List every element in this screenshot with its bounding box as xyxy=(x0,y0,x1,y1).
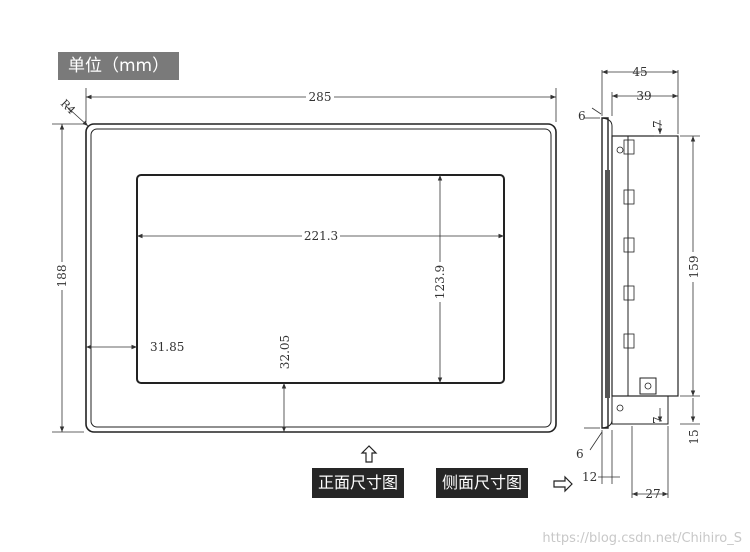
side-bottom-bracket xyxy=(611,396,669,425)
dim-top-bezel: 6 xyxy=(578,109,586,123)
side-bezel xyxy=(601,117,609,429)
side-panel-strip xyxy=(605,170,610,398)
dim-total-depth: 45 xyxy=(632,65,647,79)
side-view-caption: 侧面尺寸图 xyxy=(436,468,529,498)
unit-label: 单位（mm） xyxy=(58,52,180,80)
dim-front-height: 188 xyxy=(55,265,69,288)
dim-body-depth: 39 xyxy=(636,89,651,103)
side-view xyxy=(601,117,679,429)
dim-top-step: 7 xyxy=(651,120,665,128)
up-arrow-icon xyxy=(360,445,378,463)
side-body xyxy=(611,135,679,397)
dim-screen-width: 221.3 xyxy=(304,229,338,243)
right-arrow-icon xyxy=(553,475,573,493)
dim-left-offset: 31.85 xyxy=(150,340,184,354)
screen-area xyxy=(136,174,505,384)
watermark: https://blog.csdn.net/Chihiro_S xyxy=(542,531,742,546)
front-inner-frame xyxy=(90,128,552,428)
front-outer-frame xyxy=(85,123,557,433)
dim-screen-height: 123.9 xyxy=(433,265,447,299)
dim-bottom-offset: 32.05 xyxy=(278,335,292,369)
dim-bottom-step: 7 xyxy=(651,416,665,424)
dim-front-width: 285 xyxy=(309,90,332,104)
dim-bottom-gap: 15 xyxy=(687,429,701,444)
dim-body-height: 159 xyxy=(687,256,701,279)
front-view-caption: 正面尺寸图 xyxy=(312,468,405,498)
dim-bottom-bezel: 6 xyxy=(576,447,584,461)
dim-bottom-depth: 27 xyxy=(645,487,660,501)
dim-bezel-depth: 12 xyxy=(582,470,597,484)
front-view xyxy=(85,123,557,433)
